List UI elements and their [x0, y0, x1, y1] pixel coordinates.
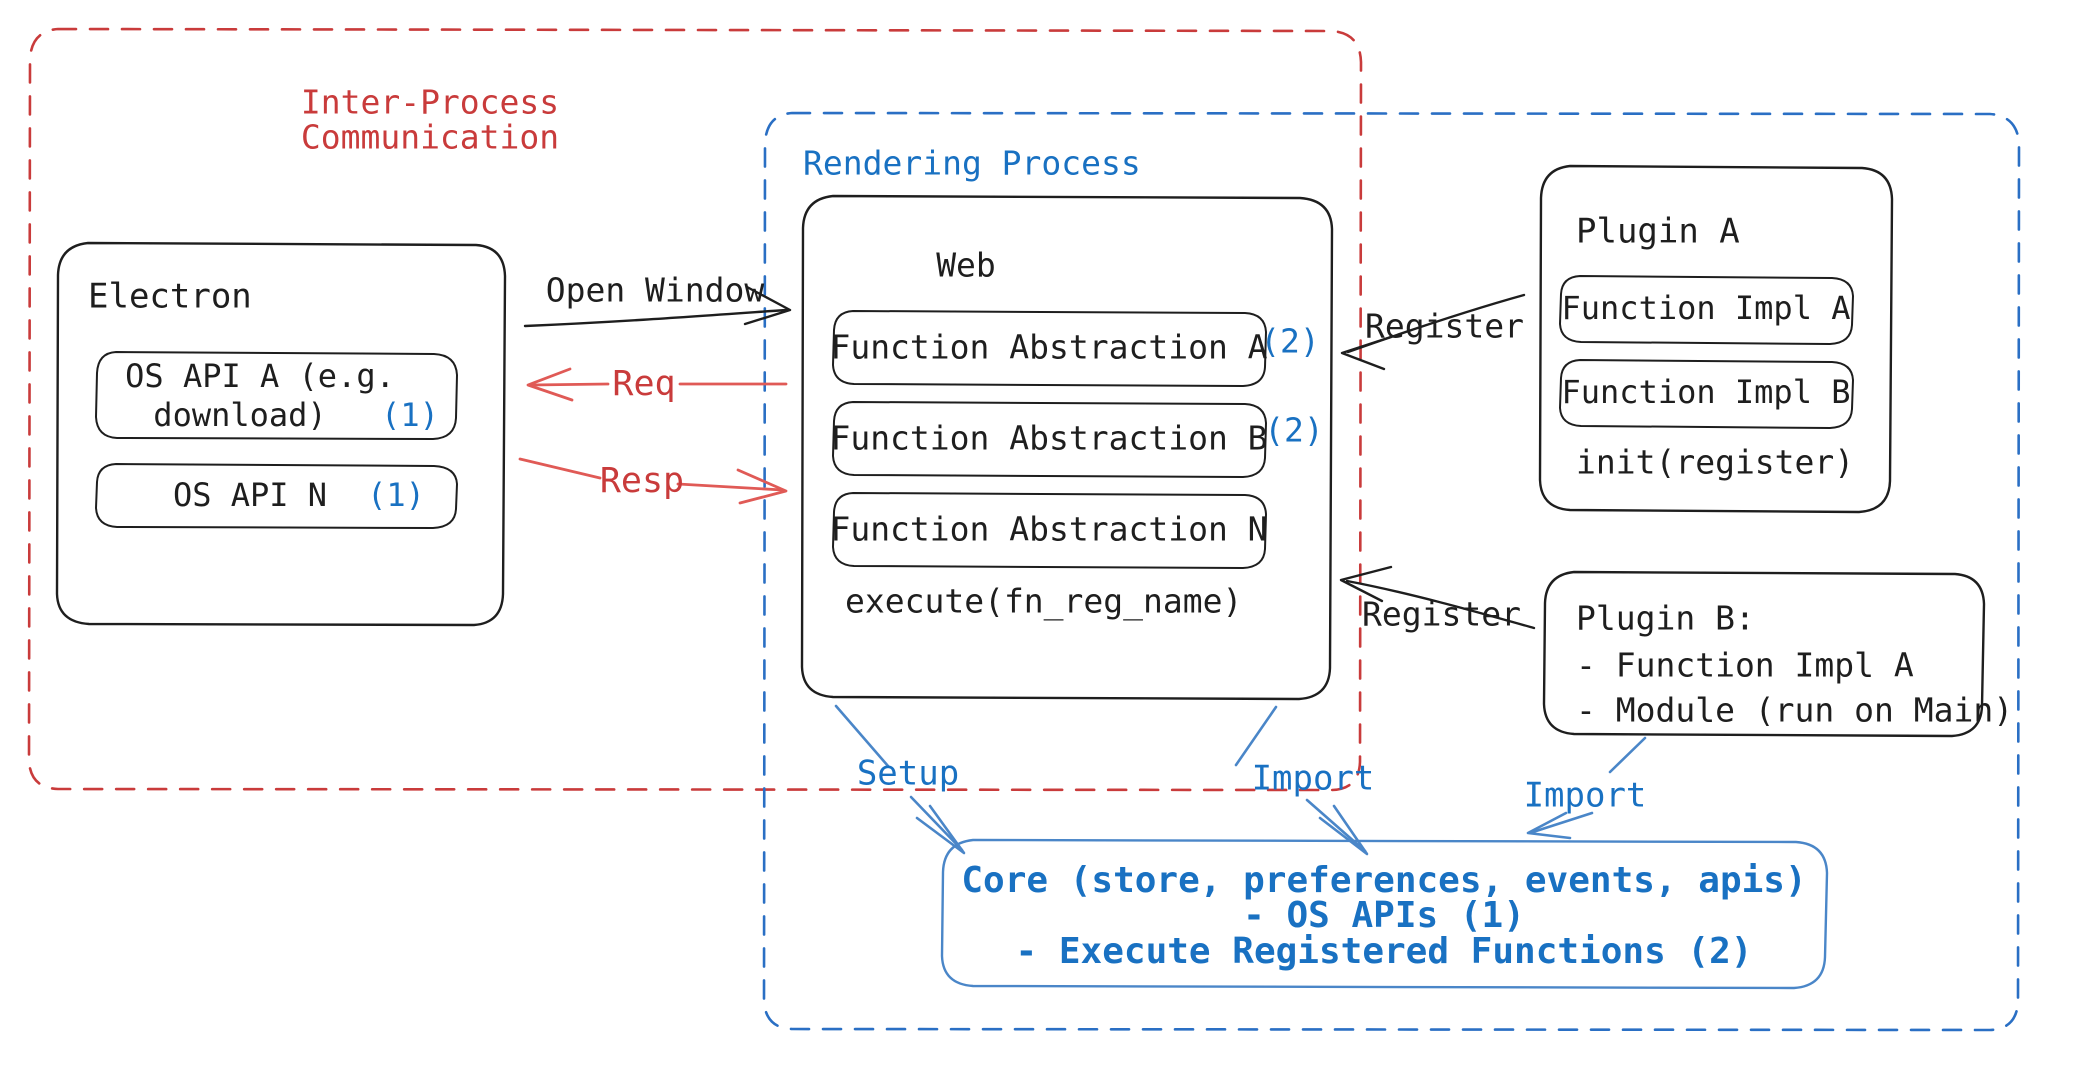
os-api-n-box[interactable]: OS API N (1) [95, 463, 458, 529]
register-b-arrow-head [1339, 565, 1393, 603]
os-api-a-box[interactable]: OS API A (e.g. download) (1) [95, 351, 458, 440]
resp-arrow-head [736, 468, 788, 505]
setup-arrow-line-lower [909, 795, 964, 852]
resp-arrow-line-left [518, 457, 602, 480]
os-api-n-badge: (1) [367, 476, 425, 514]
function-abstraction-n-label: Function Abstraction N [830, 510, 1267, 549]
edge-setup: Setup [834, 704, 966, 855]
edge-req: Req [526, 364, 788, 404]
function-abstraction-b-outline [832, 401, 1267, 478]
open-window-arrow-head [743, 285, 792, 326]
function-impl-a-label: Function Impl A [1562, 289, 1851, 327]
plugin-b-item-0: - Function Impl A [1576, 646, 1914, 685]
import-web-label: Import [1252, 759, 1375, 799]
group-rendering-process: Rendering Process [762, 111, 2021, 1032]
open-window-label: Open Window [546, 271, 765, 310]
plugin-b-box: Plugin B: - Function Impl A - Module (ru… [1542, 570, 2013, 738]
req-label: Req [612, 364, 675, 404]
register-b-label: Register [1362, 595, 1521, 634]
resp-arrow-line-right [676, 482, 785, 492]
function-abstraction-b-badge: (2) [1264, 411, 1324, 450]
function-abstraction-a-label: Function Abstraction A [830, 328, 1267, 367]
web-box: Web Function Abstraction A (2) Function … [800, 194, 1334, 701]
core-line-1: Core (store, preferences, events, apis) [961, 860, 1806, 901]
web-title: Web [936, 246, 996, 285]
ipc-label-line1: Inter-Process [301, 83, 559, 122]
setup-arrow-head [915, 804, 966, 855]
function-abstraction-n[interactable]: Function Abstraction N [830, 492, 1268, 569]
core-box: Core (store, preferences, events, apis) … [940, 838, 1829, 990]
open-window-arrow-line [523, 308, 788, 328]
function-abstraction-a[interactable]: Function Abstraction A (2) [830, 310, 1320, 387]
web-footer-execute: execute(fn_reg_name) [845, 582, 1242, 622]
import-plugin-b-arrow-head [1526, 811, 1572, 840]
ipc-group-border [27, 27, 1363, 792]
ipc-label-line2: Communication [301, 118, 559, 157]
os-api-a-label-line1: OS API A (e.g. [125, 357, 395, 395]
os-api-n-outline [95, 463, 458, 529]
edge-register-plugin-a: Register [1340, 293, 1526, 371]
register-a-label: Register [1365, 307, 1524, 346]
edge-import-web: Import [1234, 705, 1375, 856]
import-web-arrow-line-upper [1234, 705, 1278, 767]
electron-box-outline [55, 241, 507, 627]
plugin-a-title: Plugin A [1576, 212, 1740, 252]
resp-label: Resp [600, 461, 684, 501]
import-plugin-b-arrow-line-upper [1608, 736, 1647, 774]
function-impl-a-outline [1559, 275, 1854, 345]
electron-box: Electron OS API A (e.g. download) (1) OS… [55, 241, 507, 627]
os-api-a-badge: (1) [381, 396, 439, 434]
function-impl-b-outline [1559, 359, 1854, 429]
plugin-b-item-1: - Module (run on Main) [1576, 691, 2013, 730]
rendering-process-label: Rendering Process [803, 144, 1141, 183]
group-inter-process-communication: Inter-Process Communication [27, 27, 1363, 792]
setup-arrow-line-upper [834, 704, 890, 768]
rendering-group-border [762, 111, 2021, 1032]
electron-title: Electron [88, 277, 252, 317]
plugin-a-box: Plugin A Function Impl A Function Impl B… [1538, 164, 1894, 514]
function-abstraction-a-badge: (2) [1260, 322, 1320, 361]
plugin-a-outline [1538, 164, 1894, 514]
os-api-a-label-line2: download) [153, 396, 326, 434]
function-abstraction-b[interactable]: Function Abstraction B (2) [830, 401, 1324, 478]
req-arrow-head [526, 367, 574, 402]
function-abstraction-a-outline [832, 310, 1267, 387]
os-api-n-label: OS API N [173, 476, 327, 514]
plugin-a-footer-init: init(register) [1576, 443, 1854, 482]
edge-register-plugin-b: Register [1339, 565, 1536, 634]
req-arrow-line-left [529, 382, 610, 387]
setup-label: Setup [857, 754, 959, 794]
web-box-outline [800, 194, 1334, 701]
import-plugin-b-arrow-line-lower [1531, 811, 1594, 834]
function-impl-b-label: Function Impl B [1562, 373, 1851, 411]
core-line-3: - Execute Registered Functions (2) [1016, 931, 1753, 972]
register-b-arrow-line [1345, 579, 1536, 630]
function-abstraction-n-outline [832, 492, 1267, 569]
plugin-b-title: Plugin B: [1576, 599, 1755, 638]
register-a-arrow-head [1340, 335, 1393, 371]
core-box-outline [940, 838, 1829, 990]
import-web-arrow-head [1318, 804, 1369, 856]
edge-resp: Resp [518, 457, 788, 505]
function-impl-a-box[interactable]: Function Impl A [1559, 275, 1854, 345]
import-web-arrow-line-lower [1305, 798, 1367, 853]
import-plugin-b-label: Import [1524, 776, 1647, 816]
function-abstraction-b-label: Function Abstraction B [830, 419, 1267, 458]
function-impl-b-box[interactable]: Function Impl B [1559, 359, 1854, 429]
edge-import-plugin-b: Import [1524, 736, 1647, 840]
core-line-2: - OS APIs (1) [1243, 895, 1525, 936]
os-api-a-outline [95, 351, 458, 440]
edge-open-window: Open Window [523, 271, 792, 328]
plugin-b-outline [1542, 570, 1986, 738]
